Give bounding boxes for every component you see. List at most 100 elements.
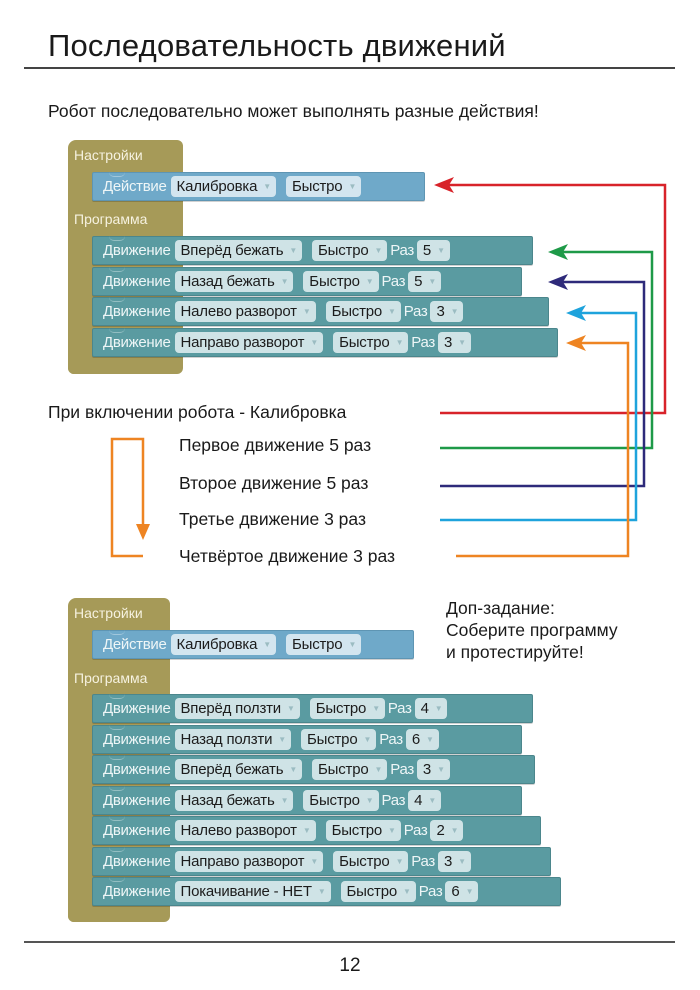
intro-text: Робот последовательно может выполнять ра… — [48, 101, 539, 121]
dropdown-caret-icon: ▼ — [388, 307, 396, 316]
times-dropdown[interactable]: 3▼ — [437, 850, 471, 872]
move-keyword: Движение — [103, 730, 171, 748]
times-label: Раз — [403, 303, 428, 320]
move-keyword: Движение — [103, 761, 171, 778]
move-type-dropdown[interactable]: Покачивание - НЕТ▼ — [174, 881, 331, 902]
dropdown-caret-icon: ▼ — [395, 856, 404, 866]
times-dropdown[interactable]: 5▼ — [416, 240, 450, 261]
legend-third-move: Третье движение 3 раз — [179, 509, 366, 529]
move-type-dropdown[interactable]: Налево разворот▼ — [174, 820, 316, 841]
times-dropdown[interactable]: 4▼ — [414, 698, 448, 719]
times-dropdown[interactable]: 5▼ — [408, 270, 442, 292]
move-type-dropdown[interactable]: Назад бежать▼ — [174, 270, 294, 292]
action-block[interactable]: Действие Калибровка▼ Быстро▼ — [92, 630, 414, 659]
times-label: Раз — [411, 333, 435, 351]
move-keyword: Движение — [103, 333, 171, 351]
speed-dropdown[interactable]: Быстро▼ — [309, 698, 385, 719]
move-type-dropdown[interactable]: Вперёд ползти▼ — [174, 698, 300, 719]
speed-dropdown[interactable]: Быстро▼ — [325, 820, 401, 841]
dropdown-caret-icon: ▼ — [374, 246, 383, 255]
title-divider — [24, 67, 675, 69]
dropdown-caret-icon: ▼ — [450, 826, 459, 835]
speed-dropdown[interactable]: Быстро▼ — [312, 240, 388, 261]
settings-label: Настройки — [74, 147, 143, 163]
extra-task-line-2: Соберите программу — [446, 620, 618, 640]
dropdown-caret-icon: ▼ — [263, 182, 271, 191]
dropdown-caret-icon: ▼ — [365, 795, 374, 805]
legend-fourth-move: Четвёртое движение 3 раз — [179, 546, 395, 566]
speed-dropdown[interactable]: Быстро▼ — [325, 301, 401, 322]
action-mode-dropdown[interactable]: Калибровка▼ — [170, 176, 276, 197]
times-label: Раз — [381, 791, 406, 809]
sequence-order-arrow — [110, 437, 150, 558]
speed-dropdown[interactable]: Быстро▼ — [300, 728, 377, 750]
dropdown-caret-icon: ▼ — [465, 887, 474, 896]
dropdown-caret-icon: ▼ — [310, 337, 319, 347]
dropdown-caret-icon: ▼ — [458, 856, 466, 866]
times-label: Раз — [390, 761, 414, 778]
move-type-dropdown[interactable]: Налево разворот▼ — [174, 301, 316, 322]
extra-task: Доп-задание: Соберите программу и протес… — [446, 597, 618, 663]
action-block[interactable]: Действие Калибровка▼ Быстро▼ — [92, 172, 425, 201]
dropdown-caret-icon: ▼ — [426, 734, 434, 744]
dropdown-caret-icon: ▼ — [395, 337, 404, 347]
action-mode-dropdown[interactable]: Калибровка▼ — [170, 634, 276, 655]
move-type-dropdown[interactable]: Назад бежать▼ — [174, 789, 294, 811]
action-speed-dropdown[interactable]: Быстро▼ — [285, 176, 362, 197]
times-dropdown[interactable]: 3▼ — [430, 301, 464, 322]
dropdown-caret-icon: ▼ — [434, 704, 443, 713]
times-dropdown[interactable]: 2▼ — [430, 820, 464, 841]
program-frame-spine — [68, 662, 92, 922]
action-keyword: Действие — [103, 178, 167, 195]
dropdown-caret-icon: ▼ — [348, 640, 357, 649]
times-dropdown[interactable]: 3▼ — [416, 759, 450, 780]
program-label: Программа — [74, 670, 148, 686]
dropdown-caret-icon: ▼ — [363, 734, 372, 744]
program-label: Программа — [74, 211, 148, 227]
program-2-workspace: Настройки Программа Действие Калибровка▼… — [68, 598, 568, 923]
dropdown-caret-icon: ▼ — [374, 765, 383, 774]
move-type-dropdown[interactable]: Назад ползти▼ — [174, 728, 291, 750]
times-dropdown[interactable]: 4▼ — [408, 789, 442, 811]
times-dropdown[interactable]: 6▼ — [405, 728, 439, 750]
dropdown-caret-icon: ▼ — [289, 765, 298, 774]
dropdown-caret-icon: ▼ — [287, 704, 295, 713]
speed-dropdown[interactable]: Быстро▼ — [303, 789, 379, 811]
dropdown-caret-icon: ▼ — [372, 704, 380, 713]
speed-dropdown[interactable]: Быстро▼ — [340, 881, 416, 902]
move-type-dropdown[interactable]: Направо разворот▼ — [174, 331, 324, 353]
speed-dropdown[interactable]: Быстро▼ — [312, 759, 388, 780]
move-keyword: Движение — [103, 852, 171, 870]
dropdown-caret-icon: ▼ — [278, 734, 286, 744]
move-type-dropdown[interactable]: Направо разворот▼ — [174, 850, 324, 872]
speed-dropdown[interactable]: Быстро▼ — [333, 850, 409, 872]
speed-dropdown[interactable]: Быстро▼ — [303, 270, 379, 292]
dropdown-caret-icon: ▼ — [317, 887, 326, 896]
move-keyword: Движение — [103, 791, 171, 809]
move-keyword: Движение — [103, 303, 171, 320]
dropdown-caret-icon: ▼ — [302, 307, 311, 316]
dropdown-caret-icon: ▼ — [280, 276, 289, 286]
move-type-dropdown[interactable]: Вперёд бежать▼ — [174, 240, 303, 261]
times-label: Раз — [403, 822, 428, 839]
extra-task-line-3: и протестируйте! — [446, 642, 584, 662]
times-dropdown[interactable]: 6▼ — [445, 881, 479, 902]
action-speed-dropdown[interactable]: Быстро▼ — [285, 634, 362, 655]
move-type-dropdown[interactable]: Вперёд бежать▼ — [174, 759, 303, 780]
times-label: Раз — [418, 883, 443, 900]
move-keyword: Движение — [103, 822, 171, 839]
times-dropdown[interactable]: 3▼ — [437, 331, 471, 353]
dropdown-caret-icon: ▼ — [403, 887, 411, 896]
speed-dropdown[interactable]: Быстро▼ — [333, 331, 409, 353]
